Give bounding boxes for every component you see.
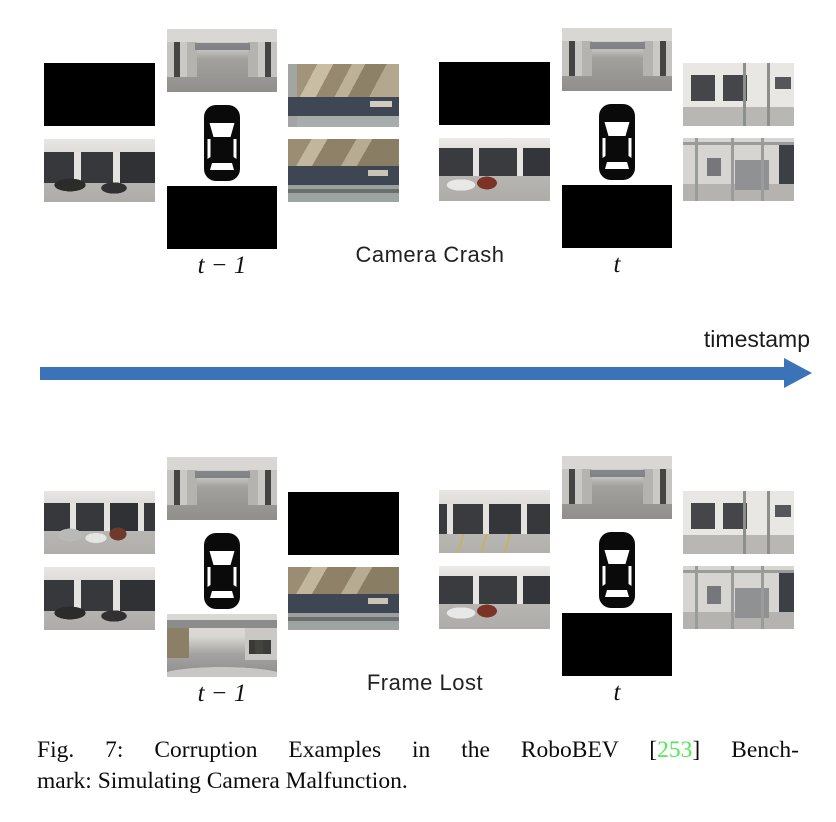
caption-citation-253: 253 (657, 737, 693, 763)
camera-view-back-right (683, 138, 794, 201)
camera-view-back-left (439, 566, 550, 629)
camera-group-framelost-t: t (435, 455, 795, 713)
camera-view-front-left (44, 63, 155, 126)
camera-view-back-right (288, 567, 399, 630)
ego-car-icon (204, 533, 240, 609)
camera-group-crash-t: t (435, 27, 795, 285)
camera-view-back (562, 185, 672, 248)
time-label-t: t (613, 679, 621, 706)
camera-view-front-right (683, 491, 794, 554)
ego-car-icon (599, 104, 635, 180)
figure-caption: Fig. 7: Corruption Examples in the RoboB… (37, 735, 799, 797)
camera-view-back-right (288, 139, 399, 202)
time-label-t-minus-1: t − 1 (197, 680, 247, 707)
camera-view-front-right (288, 492, 399, 555)
time-label-t: t (613, 251, 621, 278)
caption-line-2: mark: Simulating Camera Malfunction. (37, 768, 408, 794)
camera-view-front-left (44, 491, 155, 554)
camera-crash-label: Camera Crash (355, 242, 505, 267)
camera-view-front-right (683, 63, 794, 126)
camera-view-front (167, 29, 277, 92)
frame-lost-label: Frame Lost (366, 670, 484, 695)
caption-line-1: Fig. 7: Corruption Examples in the RoboB… (37, 735, 799, 766)
camera-view-front-left (439, 490, 550, 553)
ego-car-icon (204, 105, 240, 181)
camera-view-front-right (288, 64, 399, 127)
camera-view-back-left (44, 139, 155, 202)
caption-text-prefix: Fig. 7: Corruption Examples in the RoboB… (37, 737, 658, 763)
camera-view-back (167, 614, 277, 677)
camera-view-back (167, 186, 277, 249)
camera-view-front (167, 457, 277, 520)
timeline-arrow-icon (40, 358, 812, 388)
time-label-t-minus-1: t − 1 (197, 252, 247, 279)
camera-view-front (562, 456, 672, 519)
caption-text-suffix: ] Bench- (692, 737, 800, 763)
camera-view-back-left (44, 567, 155, 630)
camera-view-back (562, 613, 672, 676)
camera-view-back-right (683, 566, 794, 629)
camera-view-front-left (439, 62, 550, 125)
ego-car-icon (599, 532, 635, 608)
camera-view-front (562, 28, 672, 91)
camera-group-crash-t-minus-1: t − 1 (40, 28, 400, 286)
timestamp-axis-label: timestamp (703, 326, 810, 352)
camera-group-framelost-t-minus-1: t − 1 (40, 456, 400, 714)
camera-view-back-left (439, 138, 550, 201)
